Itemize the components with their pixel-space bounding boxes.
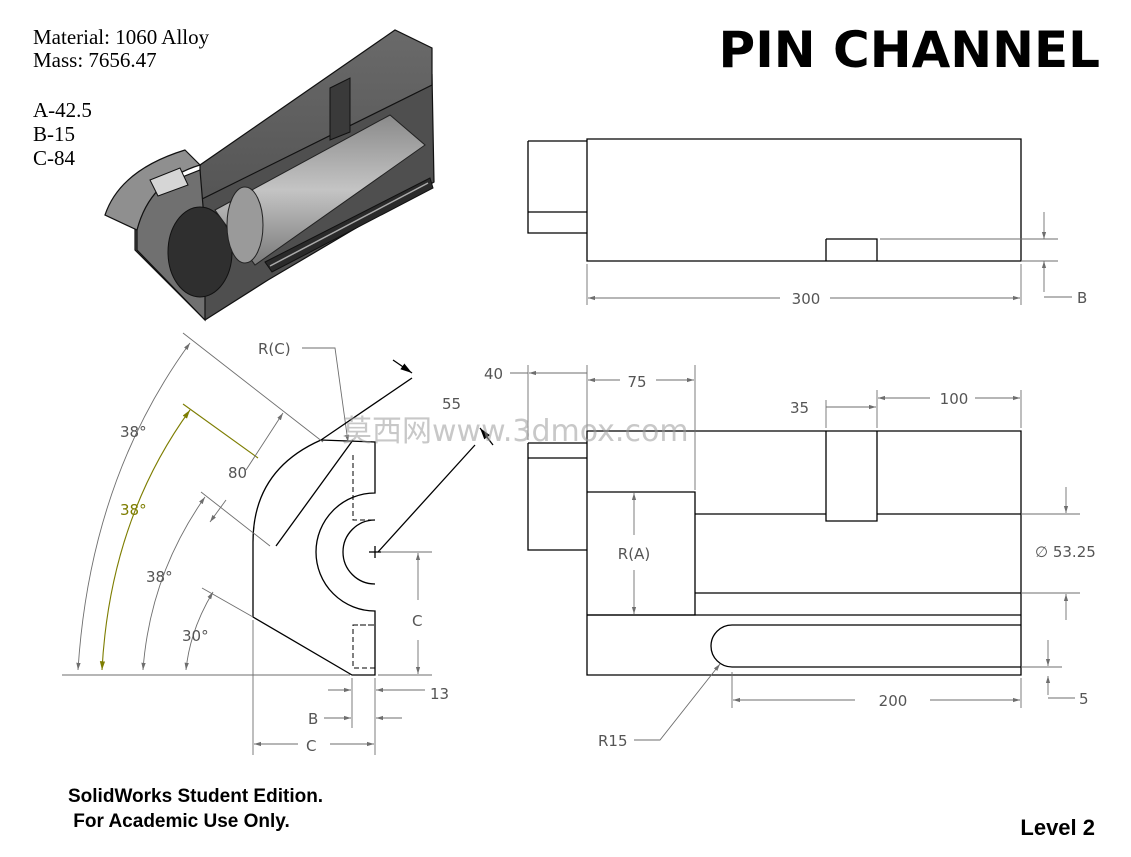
top-view-notch [825, 431, 878, 522]
front-80-dim: 80 [228, 464, 247, 482]
angle-outer-dim: 38° [120, 423, 147, 441]
top-diameter-dim: ∅ 53.25 [1035, 543, 1096, 561]
drawing-title: PIN CHANNEL [719, 21, 1100, 79]
top-ra-dim: R(A) [618, 545, 650, 563]
side-view-body [586, 138, 1022, 262]
iso-slot-highlight [269, 182, 429, 267]
top-view-body [586, 430, 1022, 676]
front-rc-dim: R(C) [258, 340, 291, 358]
top-200-dim: 200 [879, 692, 908, 710]
top-75-dim: 75 [627, 373, 646, 391]
top-view-slot [710, 624, 1021, 668]
side-view: B 300 [527, 138, 1087, 308]
param-b: B-15 [33, 122, 75, 146]
iso-notch [329, 77, 351, 141]
front-view-outline [252, 439, 376, 676]
param-c: C-84 [33, 146, 76, 170]
front-view-hidden-lines [352, 455, 375, 669]
top-40-dim: 40 [484, 365, 503, 383]
iso-cap-flat [149, 167, 189, 197]
param-a: A-42.5 [33, 98, 92, 122]
front-13-dim: 13 [430, 685, 449, 703]
front-view-inner-bore [342, 519, 376, 585]
material-label: Material: 1060 Alloy [33, 25, 210, 49]
top-5-dim: 5 [1079, 690, 1089, 708]
isometric-part-view [104, 29, 435, 322]
side-length-dim: 300 [792, 290, 821, 308]
footer-line-1: SolidWorks Student Edition. [68, 786, 323, 807]
front-c-vertical-dim: C [412, 612, 422, 630]
side-view-slot [825, 238, 878, 261]
top-view: 40 75 35 100 R(A) ∅ 53.25 5 [484, 365, 1096, 750]
mass-label: Mass: 7656.47 [33, 48, 157, 72]
angle-inner-dim: 38° [146, 568, 173, 586]
level-label: Level 2 [1020, 815, 1095, 840]
front-view-chamfer [275, 439, 354, 547]
watermark-text: 莫西网www.3dmox.com [342, 414, 689, 449]
front-c-horizontal-dim: C [306, 737, 316, 755]
top-view-step [527, 442, 587, 551]
top-r15-dim: R15 [598, 732, 628, 750]
angle-bottom-dim: 30° [182, 627, 209, 645]
top-100-dim: 100 [940, 390, 969, 408]
top-35-dim: 35 [790, 399, 809, 417]
side-b-dim: B [1077, 289, 1087, 307]
front-b-dim: B [308, 710, 318, 728]
angle-highlight-dim: 38° [120, 501, 147, 519]
top-view-bore-lines [587, 513, 1021, 616]
footer-line-2: For Academic Use Only. [68, 811, 290, 832]
front-view: 38° 38° 38° 30° 80 R(C) 55 C 13 B [62, 332, 494, 755]
iso-bore-step [226, 186, 264, 264]
front-55-dim: 55 [442, 395, 461, 413]
side-view-step [527, 140, 587, 234]
